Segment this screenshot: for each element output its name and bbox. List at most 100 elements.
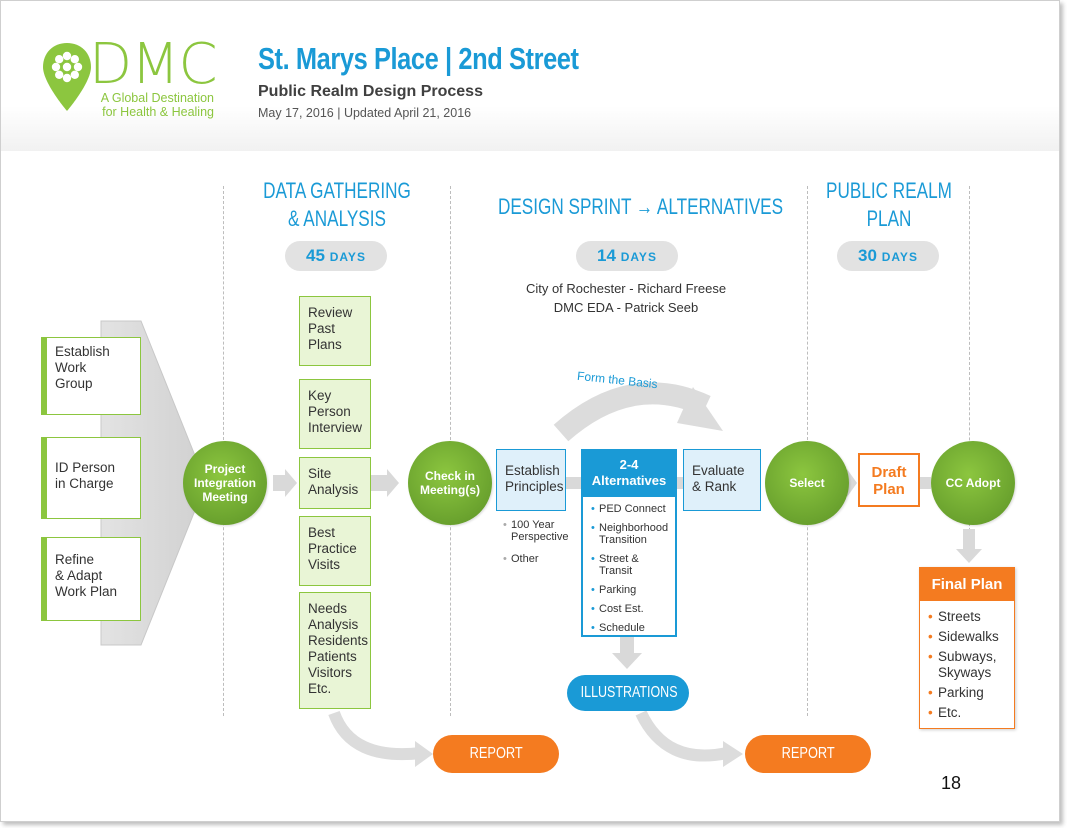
connector-draft-adopt [919, 477, 931, 489]
curve-to-report-1 [328, 710, 422, 761]
curve-to-report-2 [635, 710, 729, 762]
box-draft-plan: Draft Plan [858, 453, 920, 507]
item-line: Transit [599, 565, 633, 577]
phase-header-design: DESIGN SPRINT → ALTERNATIVES [497, 193, 784, 221]
days-value: 45 [306, 246, 325, 265]
box-line: Principles [505, 479, 564, 494]
phase-data-title-line-2: & ANALYSIS [288, 206, 386, 231]
item-line: Sidewalks [938, 629, 999, 644]
phase-header-data: DATA GATHERING & ANALYSIS [259, 177, 415, 233]
box-line: Visits [308, 557, 341, 572]
box-establish-principles: Establish Principles [496, 449, 566, 511]
box-line: Group [55, 376, 93, 391]
box-line: Refine [55, 552, 95, 567]
box-needs-analysis: Needs Analysis Residents Patients Visito… [299, 592, 371, 709]
page-number: 18 [941, 773, 962, 793]
arrow-to-illustrations [612, 637, 642, 669]
item-line: Streets [938, 609, 981, 624]
item-line: Neighborhood [599, 522, 669, 534]
list-item: Subways,Skyways [928, 649, 1014, 681]
box-line: Review [308, 305, 353, 320]
page-subtitle: Public Realm Design Process [258, 83, 483, 100]
circle-line: Check in [424, 469, 475, 483]
box-line: & Rank [692, 479, 737, 494]
page-title: St. Marys Place | 2nd Street [258, 41, 579, 76]
days-value: 14 [597, 246, 616, 265]
curve-to-report-1-head [415, 741, 433, 767]
days-unit: DAYS [881, 250, 918, 264]
logo-wordmark: DMC [89, 32, 218, 97]
box-line: Work Plan [55, 584, 118, 599]
report-label: REPORT [781, 745, 835, 762]
item-line: Parking [938, 685, 984, 700]
arrow-to-final-plan [956, 529, 982, 563]
list-item: Etc. [928, 705, 1014, 721]
box-review-past-plans: Review Past Plans [299, 296, 371, 366]
box-line: & Adapt [55, 568, 103, 583]
final-plan-list: Streets Sidewalks Subways,Skyways Parkin… [920, 601, 1014, 721]
item-line: Schedule [599, 622, 645, 634]
box-line: Draft [871, 464, 907, 481]
item-line: Perspective [511, 531, 569, 543]
circle-line: Select [789, 476, 825, 490]
phase-plan-title-line-1: PUBLIC REALM [826, 178, 952, 203]
circle-select: Select [765, 441, 849, 525]
box-line: Best [308, 525, 336, 540]
item-line: Cost Est. [599, 603, 644, 615]
box-line: Visitors [308, 665, 353, 680]
box-line: Analysis [308, 482, 359, 497]
box-line: Analysis [308, 617, 359, 632]
item-line: Street & [599, 553, 639, 565]
box-line: ID Person [55, 460, 116, 475]
box-evaluate-rank: Evaluate & Rank [683, 449, 761, 511]
item-line: PED Connect [599, 503, 666, 515]
circle-line: Project [204, 462, 246, 476]
circle-check-in: Check in Meeting(s) [408, 441, 492, 525]
box-line: Establish [55, 344, 110, 359]
days-badge-14: 14 DAYS [576, 241, 678, 271]
credits: City of Rochester - Richard Freese DMC E… [496, 279, 756, 317]
circle-line: CC Adopt [945, 476, 1001, 490]
box-line: Interview [308, 420, 363, 435]
box-line: Etc. [308, 681, 332, 696]
report-pill-1: REPORT [433, 735, 559, 773]
arrow-to-checkin [371, 469, 399, 497]
days-unit: DAYS [329, 250, 366, 264]
list-item: Other [503, 553, 579, 565]
illustrations-label: ILLUSTRATIONS [580, 684, 678, 701]
report-pill-2: REPORT [745, 735, 871, 773]
box-final-plan: Final Plan Streets Sidewalks Subways,Sky… [919, 567, 1015, 729]
box-line: Needs [308, 601, 348, 616]
logo-tagline-line-2: for Health & Healing [102, 105, 214, 119]
list-item: Streets [928, 609, 1014, 625]
list-item: Parking [928, 685, 1014, 701]
box-line: Past [308, 321, 336, 336]
circle-line: Meeting [202, 490, 248, 504]
item-line: Subways, [938, 649, 997, 664]
phase-plan-title-line-2: PLAN [866, 206, 912, 231]
box-best-practice-visits: Best Practice Visits [299, 516, 371, 586]
header-band [1, 1, 1059, 151]
box-establish-work-group: Establish Work Group [41, 337, 141, 415]
header-line: Alternatives [591, 473, 667, 488]
box-key-person-interview: Key Person Interview [299, 379, 371, 449]
list-item: Sidewalks [928, 629, 1014, 645]
list-item: Street &Transit [591, 553, 675, 577]
phase-design-title: DESIGN SPRINT → ALTERNATIVES [497, 194, 784, 219]
box-line: Residents [308, 633, 369, 648]
logo-tagline-line-1: A Global Destination [100, 91, 214, 105]
form-basis-arrowhead [677, 387, 723, 431]
item-line: Skyways [938, 665, 992, 680]
box-line: in Charge [55, 476, 114, 491]
final-plan-title: Final Plan [920, 568, 1014, 601]
page-date: May 17, 2016 | Updated April 21, 2016 [258, 106, 472, 120]
box-line: Key [308, 388, 332, 403]
credit-line-2: DMC EDA - Patrick Seeb [553, 300, 699, 315]
circle-project-integration: Project Integration Meeting [183, 441, 267, 525]
phase-data-title-line-1: DATA GATHERING [263, 178, 411, 203]
box-line: Work [55, 360, 87, 375]
item-line: 100 Year [511, 519, 555, 531]
